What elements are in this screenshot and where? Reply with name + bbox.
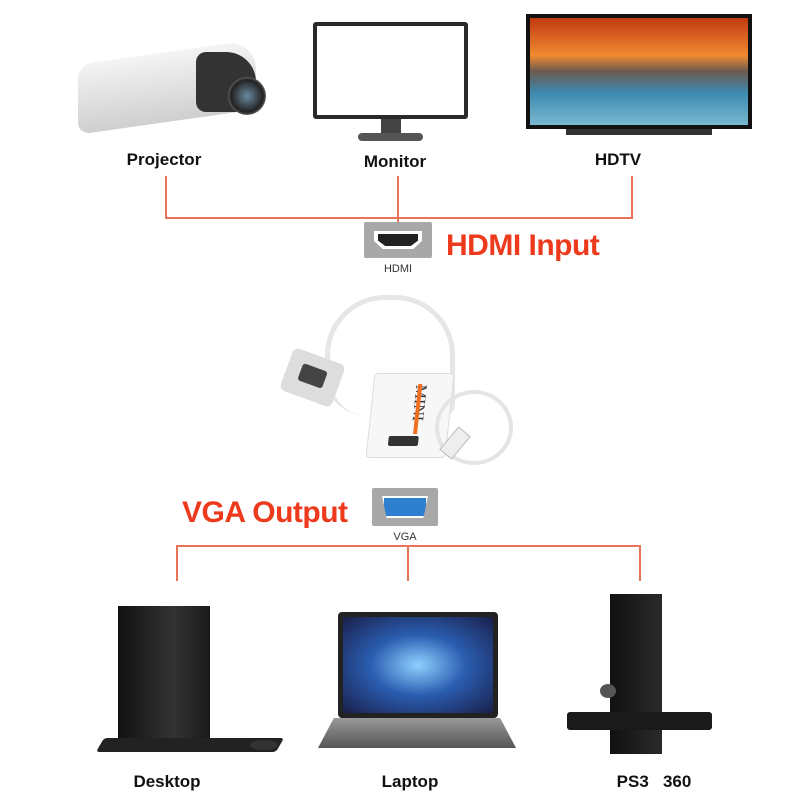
vga-port-icon <box>372 488 438 526</box>
monitor-label: Monitor <box>363 152 427 171</box>
hdmi-port-label: HDMI <box>383 263 413 275</box>
vga-connector <box>407 545 409 581</box>
desktop-label: Desktop <box>133 772 201 791</box>
monitor-image <box>313 22 468 147</box>
console-connector <box>639 545 641 581</box>
hdtv-image <box>526 14 752 144</box>
projector-connector <box>165 176 167 219</box>
console-image <box>567 594 712 764</box>
hdtv-label: HDTV <box>594 150 642 169</box>
desktop-image <box>95 606 285 756</box>
vga-port-label: VGA <box>393 531 417 543</box>
hdtv-connector <box>631 176 633 219</box>
desktop-connector <box>176 545 178 581</box>
top-connector <box>165 217 633 219</box>
laptop-label: Laptop <box>381 772 439 791</box>
console-label: PS3 360 <box>616 772 692 791</box>
hdmi-input-title: HDMI Input <box>446 229 600 262</box>
hdmi-port-icon <box>364 222 432 258</box>
projector-image <box>78 32 266 135</box>
laptop-image <box>318 612 516 752</box>
projector-label: Projector <box>126 150 202 169</box>
vga-output-title: VGA Output <box>182 496 348 529</box>
monitor-connector <box>397 176 399 222</box>
adapter-image: MINI <box>275 285 525 480</box>
